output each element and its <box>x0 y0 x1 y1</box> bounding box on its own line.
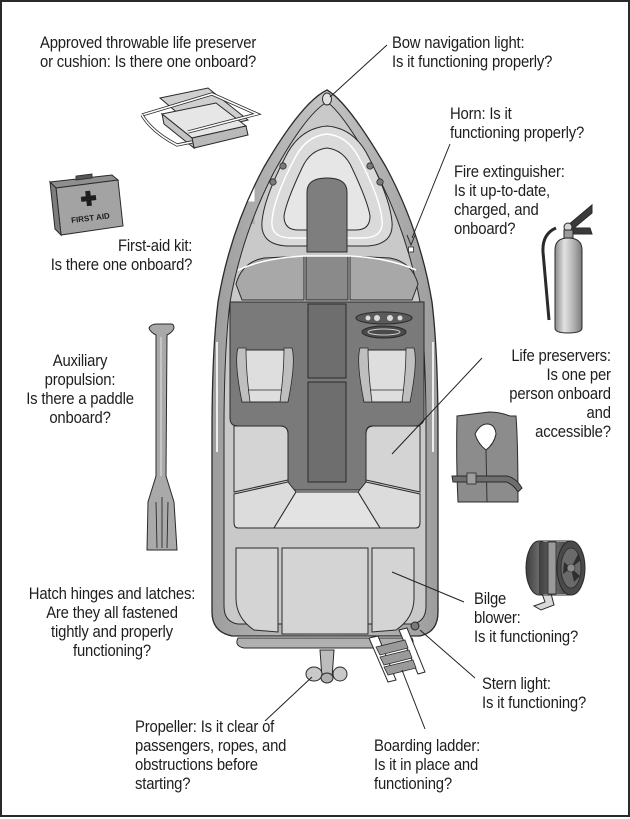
callout-first-aid: First-aid kit: Is there one onboard? <box>50 237 192 274</box>
boat-hull <box>211 89 439 684</box>
leader-stern-light <box>419 629 476 679</box>
callout-bow-light: Bow navigation light: Is it functioning … <box>392 34 553 71</box>
callout-propeller: Propeller: Is it clear of passengers, ro… <box>135 718 287 793</box>
callout-bilge-blower: Bilge blower: Is it functioning? <box>474 590 579 646</box>
callout-boarding-ladder: Boarding ladder: Is it in place and func… <box>374 737 481 793</box>
leader-horn <box>411 143 451 239</box>
propeller-icon <box>305 649 348 684</box>
first-aid-kit-icon: FIRST AID <box>48 173 124 237</box>
paddle-icon <box>146 323 178 551</box>
seat-cushion-icon <box>140 87 262 150</box>
leader-life-preservers <box>391 357 483 455</box>
hatch-icon <box>235 547 415 635</box>
callout-horn: Horn: Is it functioning properly? <box>450 105 585 142</box>
callout-throwable: Approved throwable life preserver or cus… <box>40 34 257 71</box>
port-seat <box>236 347 294 403</box>
helm-console <box>355 311 413 339</box>
callout-fire-extinguisher: Fire extinguisher: Is it up-to-date, cha… <box>454 163 565 238</box>
fire-extinguisher-icon <box>541 203 593 334</box>
boarding-ladder-icon <box>368 627 426 683</box>
stern-light-icon <box>410 621 420 631</box>
bilge-blower-icon <box>525 540 586 611</box>
bow-light-icon <box>322 92 332 106</box>
life-vest-icon <box>451 411 523 503</box>
callout-hatch: Hatch hinges and latches: Are they all f… <box>28 585 196 660</box>
leader-propeller <box>264 676 313 722</box>
callout-life-preservers: Life preservers: Is one per person onboa… <box>509 347 611 441</box>
horn-icon <box>406 234 416 253</box>
leader-boarding-ladder <box>401 669 426 730</box>
callout-paddle: Auxiliary propulsion: Is there a paddle … <box>26 352 134 427</box>
leader-bow-light <box>329 44 388 98</box>
leader-lines <box>264 44 483 730</box>
leader-bilge-blower <box>391 571 465 603</box>
starboard-seat <box>358 347 416 403</box>
callout-stern-light: Stern light: Is it functioning? <box>482 675 587 712</box>
